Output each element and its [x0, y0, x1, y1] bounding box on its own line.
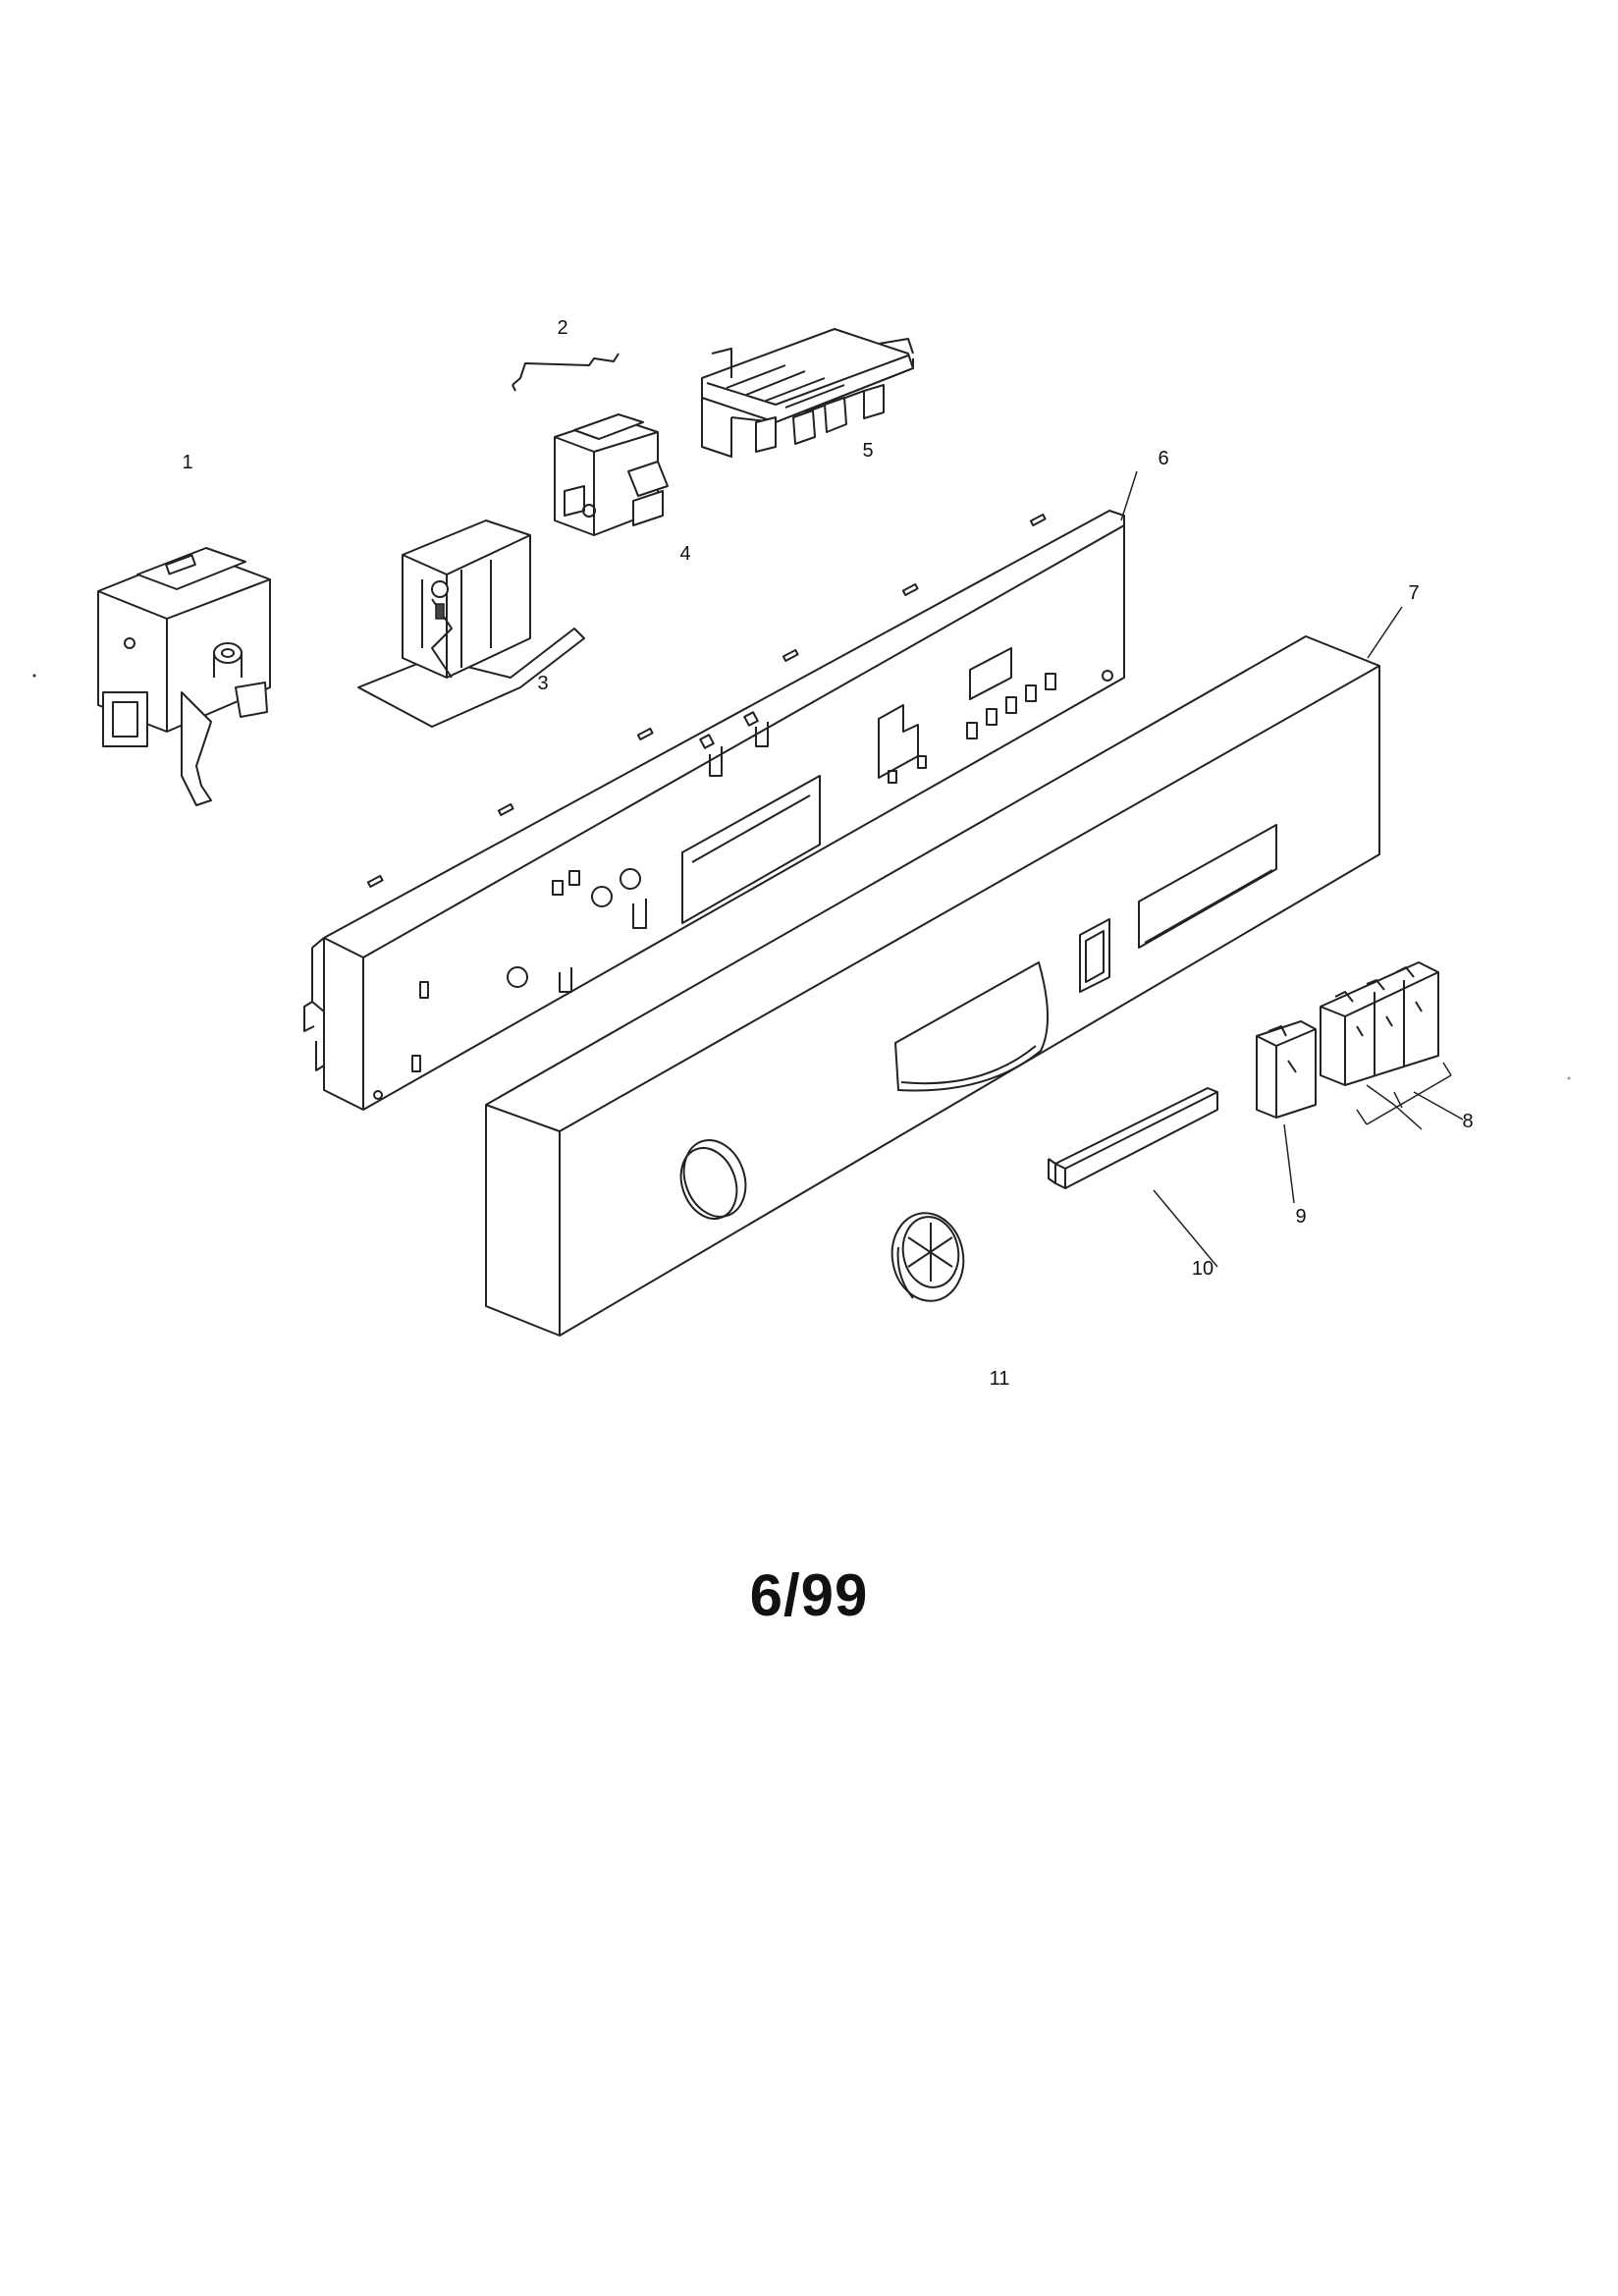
part-4-relay-block: [554, 413, 669, 536]
part-label-2: 2: [557, 317, 567, 339]
part-8-button-set: [1320, 961, 1439, 1086]
part-label-8: 8: [1462, 1111, 1473, 1132]
leader-lines: [1120, 470, 1464, 1268]
stray-mark: [1567, 1076, 1571, 1080]
part-5-switch-block: [701, 328, 914, 458]
part-10-trim-strip: [1048, 1087, 1218, 1189]
part-label-5: 5: [862, 440, 873, 462]
part-11-knob: [890, 1212, 965, 1302]
part-label-7: 7: [1408, 582, 1419, 604]
date-code: 6/99: [749, 1562, 869, 1628]
part-6-inner-panel: [303, 510, 1125, 1111]
part-label-1: 1: [182, 452, 192, 473]
part-7-front-fascia: [485, 635, 1380, 1337]
part-label-6: 6: [1158, 448, 1168, 469]
part-3-bracket: [357, 519, 585, 728]
part-label-9: 9: [1295, 1206, 1306, 1228]
part-1-control-module: [97, 547, 271, 806]
part-9-button: [1256, 1020, 1317, 1119]
part-label-10: 10: [1192, 1258, 1214, 1280]
stray-mark: [32, 674, 36, 678]
part-label-11: 11: [990, 1368, 1010, 1390]
part-2-wire-clip: [512, 353, 620, 392]
part-label-4: 4: [679, 543, 690, 565]
part-label-3: 3: [537, 673, 548, 694]
